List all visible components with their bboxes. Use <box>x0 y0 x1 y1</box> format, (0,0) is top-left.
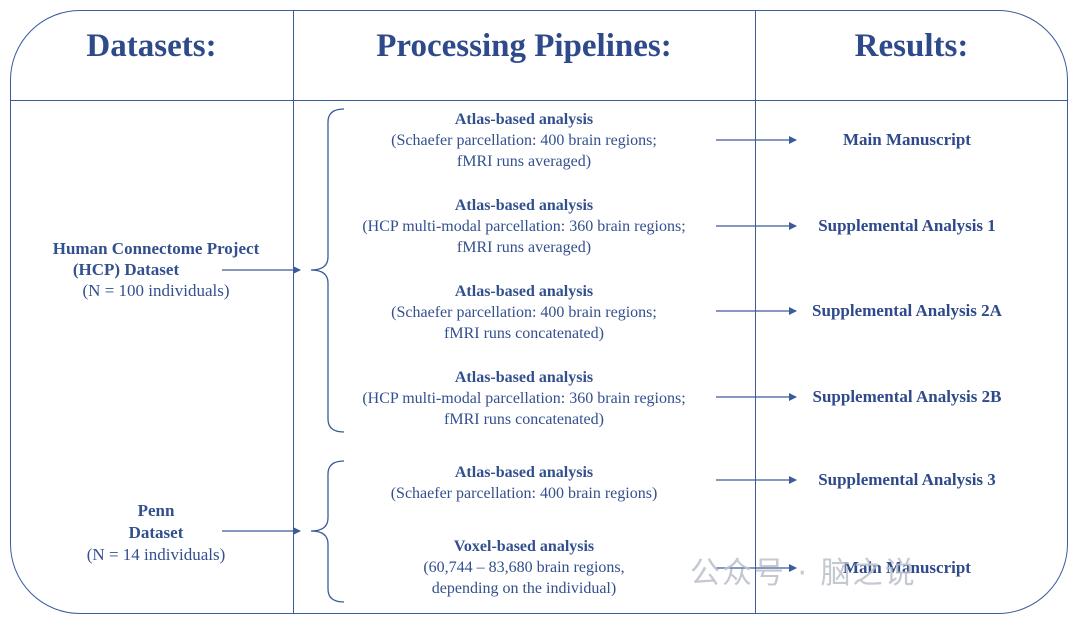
pipeline-6-detail: (60,744 – 83,680 brain regions, <box>423 559 625 576</box>
result-5: Supplemental Analysis 3 <box>818 470 996 489</box>
pipeline-4: Atlas-based analysis (HCP multi-modal pa… <box>330 367 718 430</box>
pipeline-5-detail: (Schaefer parcellation: 400 brain region… <box>390 485 658 502</box>
header-divider <box>10 100 1068 101</box>
dataset-penn-count: (N = 14 individuals) <box>86 545 226 564</box>
pipeline-3-title: Atlas-based analysis <box>454 283 594 300</box>
column-divider-left <box>293 10 294 614</box>
result-3: Supplemental Analysis 2A <box>812 301 1002 320</box>
pipeline-4-detail: (HCP multi-modal parcellation: 360 brain… <box>362 390 686 407</box>
pipeline-4-title: Atlas-based analysis <box>454 369 594 386</box>
pipeline-4-detail-2: fMRI runs concatenated) <box>444 411 604 428</box>
header-pipelines: Processing Pipelines: <box>376 28 672 64</box>
dataset-penn: Penn Dataset (N = 14 individuals) <box>20 500 292 566</box>
pipeline-2-title: Atlas-based analysis <box>454 197 594 214</box>
dataset-hcp-count: (N = 100 individuals) <box>82 281 230 300</box>
result-1: Main Manuscript <box>843 130 971 149</box>
column-divider-right <box>755 10 756 614</box>
pipeline-5-title: Atlas-based analysis <box>454 464 594 481</box>
pipeline-6-title: Voxel-based analysis <box>453 538 595 555</box>
pipeline-5: Atlas-based analysis (Schaefer parcellat… <box>330 462 718 504</box>
pipeline-2-detail-2: fMRI runs averaged) <box>456 239 592 256</box>
hcp-brace <box>310 108 345 433</box>
pipeline-1-title: Atlas-based analysis <box>454 111 594 128</box>
result-4: Supplemental Analysis 2B <box>812 387 1002 406</box>
dataset-penn-name: Penn <box>137 501 175 520</box>
watermark-text: 公众号 · 脑之说 <box>690 556 917 591</box>
pipeline-6: Voxel-based analysis (60,744 – 83,680 br… <box>330 536 718 599</box>
pipeline-1-detail-2: fMRI runs averaged) <box>456 153 592 170</box>
header-results: Results: <box>854 28 969 64</box>
pipeline-2: Atlas-based analysis (HCP multi-modal pa… <box>330 195 718 258</box>
penn-brace <box>310 460 345 603</box>
header-datasets: Datasets: <box>86 28 217 64</box>
diagram-frame <box>10 10 1068 614</box>
dataset-hcp-name: Human Connectome Project <box>52 239 260 258</box>
dataset-hcp: Human Connectome Project (HCP) Dataset (… <box>20 238 292 301</box>
pipeline-2-detail: (HCP multi-modal parcellation: 360 brain… <box>362 218 686 235</box>
pipeline-3: Atlas-based analysis (Schaefer parcellat… <box>330 281 718 344</box>
pipeline-3-detail: (Schaefer parcellation: 400 brain region… <box>391 304 657 321</box>
dataset-penn-subname: Dataset <box>128 523 184 542</box>
pipeline-1: Atlas-based analysis (Schaefer parcellat… <box>330 109 718 172</box>
result-6: Main Manuscript <box>843 558 971 577</box>
pipeline-1-detail: (Schaefer parcellation: 400 brain region… <box>391 132 657 149</box>
pipeline-3-detail-2: fMRI runs concatenated) <box>444 325 604 342</box>
dataset-hcp-subname: (HCP) Dataset <box>72 260 180 279</box>
result-2: Supplemental Analysis 1 <box>818 216 996 235</box>
pipeline-6-detail-2: depending on the individual) <box>431 580 617 597</box>
